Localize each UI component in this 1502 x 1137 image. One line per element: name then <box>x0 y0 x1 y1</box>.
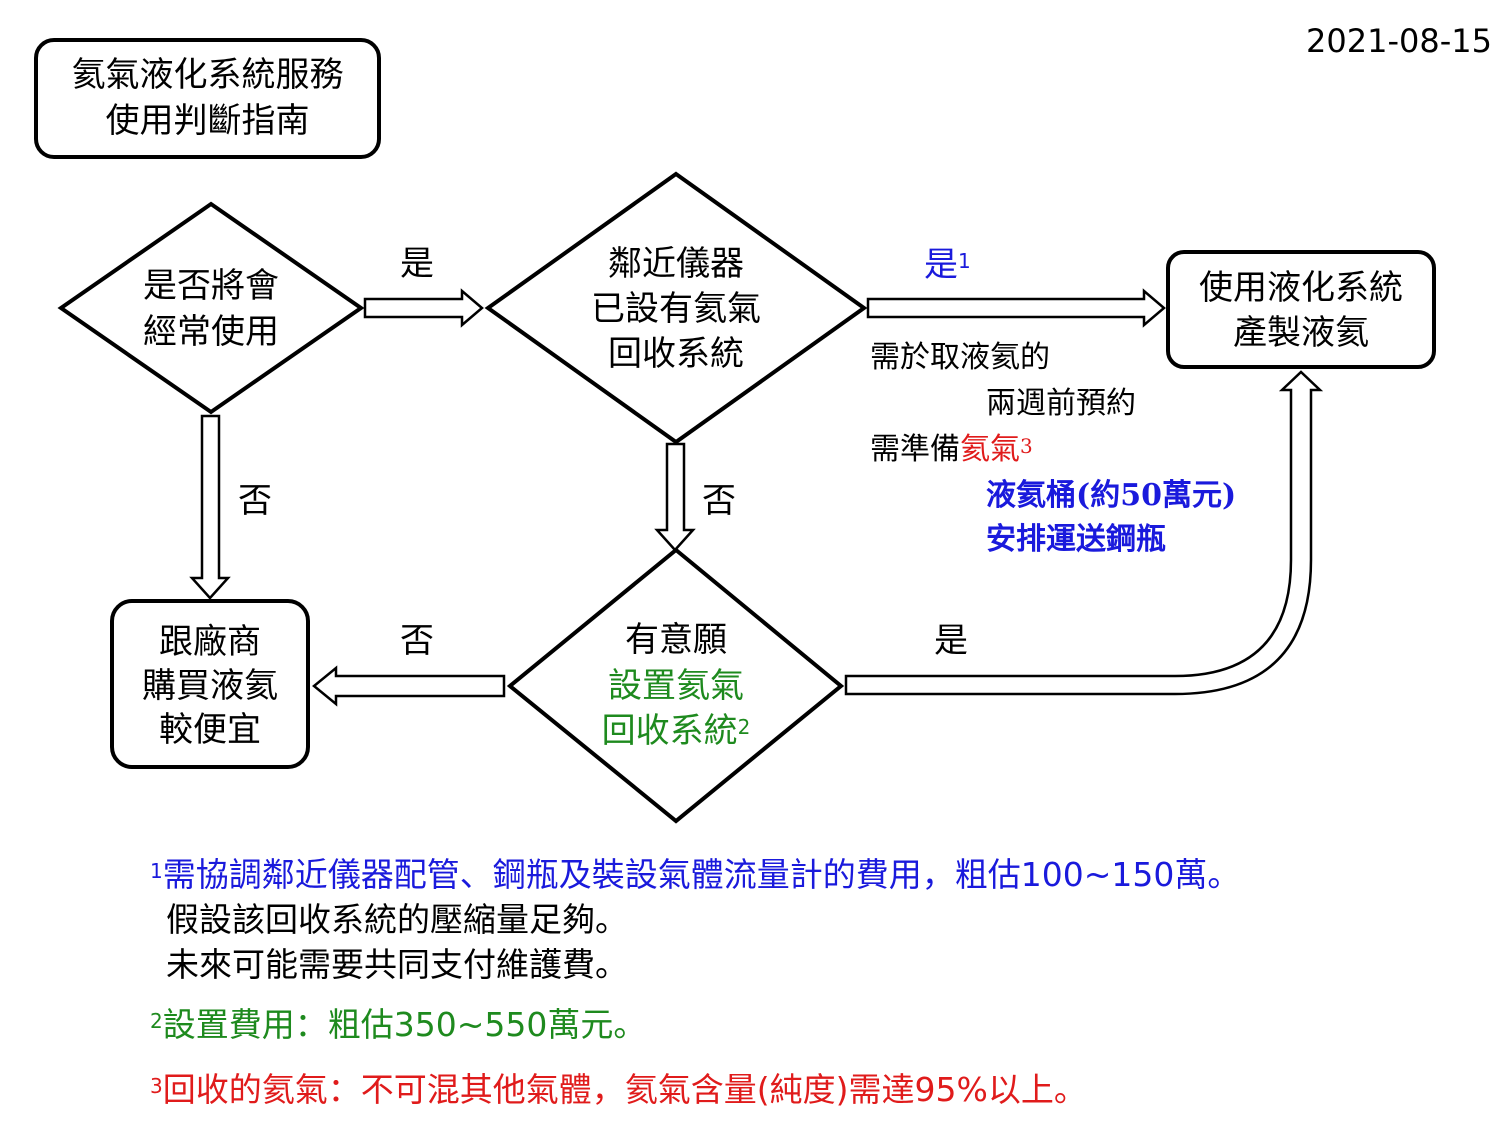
node-neighbor-line-2: 已設有氦氣 <box>591 289 761 329</box>
arrow-willing-yes <box>844 370 1324 696</box>
node-frequent-use-line-2: 經常使用 <box>143 312 279 352</box>
footnote-2: 2設置費用：粗估350~550萬元。 <box>150 1005 647 1044</box>
node-neighbor-line-1: 鄰近儀器 <box>608 244 744 284</box>
decision-neighbor-recovery <box>484 171 868 445</box>
requirement-prepare-line: 需準備氦氣3 <box>870 432 1033 467</box>
edge-label-frequent-no: 否 <box>238 481 272 521</box>
arrow-willing-no <box>312 665 506 707</box>
node-frequent-use-line-1: 是否將會 <box>143 266 279 306</box>
edge-label-neighbor-no: 否 <box>702 481 736 521</box>
node-willing-line-2: 設置氦氣 <box>608 666 744 706</box>
title-box <box>34 38 381 159</box>
node-willing-line-1: 有意願 <box>625 620 727 660</box>
footnote-1-line-1: 1需協調鄰近儀器配管、鋼瓶及裝設氣體流量計的費用，粗估100~150萬。 <box>150 855 1241 894</box>
decision-frequent-use <box>57 201 365 415</box>
box-buy-from-vendor <box>110 599 310 769</box>
node-willing-line-3: 回收系統2 <box>601 711 751 751</box>
arrow-neighbor-no <box>654 442 696 552</box>
node-liquefaction-line-2: 產製液氦 <box>1233 313 1369 353</box>
requirement-reserve-line-1: 需於取液氦的 <box>870 340 1050 375</box>
title-line-1: 氦氣液化系統服務 <box>71 55 344 95</box>
node-vendor-line-2: 購買液氦 <box>142 666 278 706</box>
arrow-frequent-yes <box>363 288 484 328</box>
box-use-liquefaction <box>1166 250 1436 369</box>
title-line-2: 使用判斷指南 <box>105 101 310 141</box>
arrow-neighbor-yes <box>866 288 1166 328</box>
node-vendor-line-3: 較便宜 <box>159 710 261 750</box>
edge-label-willing-yes: 是 <box>934 621 968 661</box>
footnote-marker-2: 2 <box>737 715 751 739</box>
edge-label-frequent-yes: 是 <box>400 244 434 284</box>
requirement-transport: 安排運送鋼瓶 <box>986 522 1166 557</box>
edge-label-neighbor-yes: 是1 <box>924 245 971 285</box>
footnote-1-line-2: 假設該回收系統的壓縮量足夠。 <box>166 900 628 939</box>
footnote-1-line-3: 未來可能需要共同支付維護費。 <box>166 945 628 984</box>
footnote-3: 3回收的氦氣：不可混其他氣體，氦氣含量(純度)需達95%以上。 <box>150 1070 1087 1109</box>
footnote-marker-1: 1 <box>958 249 971 273</box>
requirement-dewar: 液氦桶(約50萬元) <box>986 478 1237 513</box>
requirement-helium-gas: 氦氣 <box>960 432 1020 467</box>
node-liquefaction-line-1: 使用液化系統 <box>1199 268 1403 308</box>
node-neighbor-line-3: 回收系統 <box>608 334 744 374</box>
edge-label-willing-no: 否 <box>400 621 434 661</box>
node-vendor-line-1: 跟廠商 <box>159 622 261 662</box>
arrow-frequent-no <box>189 414 231 600</box>
footnote-marker-3: 3 <box>1020 434 1033 458</box>
date-label: 2021-08-15 <box>1306 22 1492 60</box>
requirement-reserve-line-2: 兩週前預約 <box>986 386 1136 421</box>
decision-willing-install <box>506 547 845 824</box>
